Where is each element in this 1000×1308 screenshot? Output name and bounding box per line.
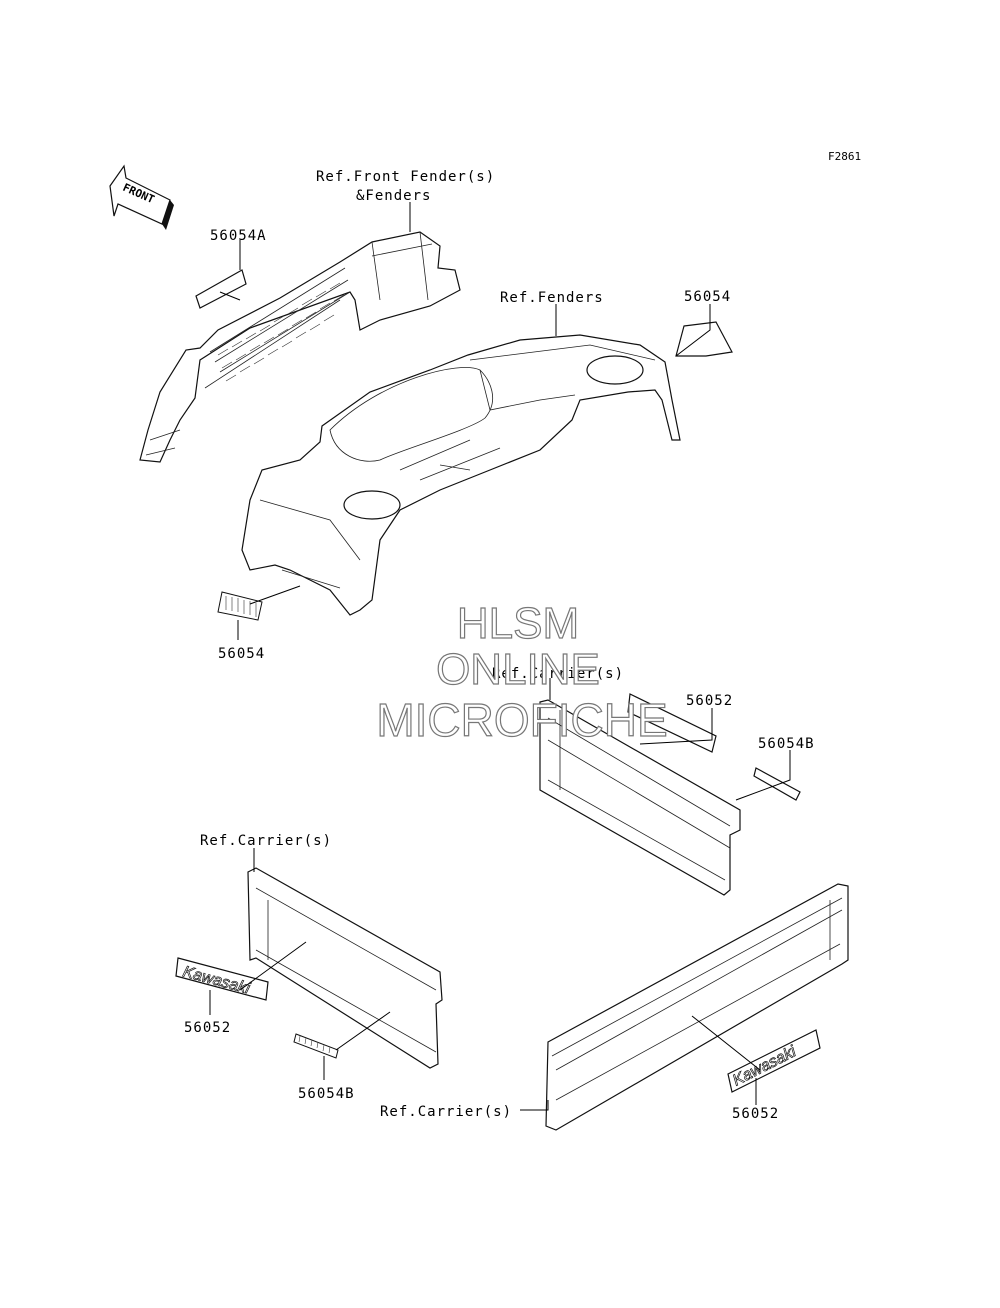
leader-lines: [209, 202, 791, 1111]
decal-56054A: [195, 269, 247, 309]
decal-56054-top: [675, 321, 733, 357]
carrier-bottom-part: [545, 883, 849, 1131]
watermark: HLSM ONLINE MICROFICHE: [376, 598, 669, 746]
decal-56054B-mid: [753, 767, 801, 801]
label-ref-front-fender-2: &Fenders: [356, 188, 431, 204]
rear-fenders-part: [241, 334, 681, 616]
label-56054-left: 56054: [218, 646, 265, 662]
label-ref-carrier-bottom: Ref.Carrier(s): [380, 1104, 512, 1120]
carrier-mid-part: [539, 699, 741, 896]
decal-kawasaki-right: Kawasaki: [727, 1029, 821, 1093]
decal-56054-left: [217, 591, 263, 621]
label-56052-mid: 56052: [686, 693, 733, 709]
label-ref-carrier-mid: Ref.Carrier(s): [492, 666, 624, 682]
label-56054B-left: 56054B: [298, 1086, 355, 1102]
kawasaki-logo-right: Kawasaki: [730, 1043, 799, 1089]
front-grille-part: [139, 231, 461, 463]
carrier-left-part: [247, 867, 443, 1069]
figure-code: F2861: [828, 150, 861, 163]
front-arrow-icon: FRONT: [109, 164, 174, 230]
watermark-line2: ONLINE: [436, 645, 600, 694]
watermark-line3: MICROFICHE: [376, 694, 667, 746]
label-56052-left: 56052: [184, 1020, 231, 1036]
label-56052-bottom: 56052: [732, 1106, 779, 1122]
label-56054-top: 56054: [684, 289, 731, 305]
label-56054A: 56054A: [210, 228, 267, 244]
decal-56052-mid: [627, 693, 717, 753]
label-ref-carrier-left: Ref.Carrier(s): [200, 833, 332, 849]
decal-kawasaki-left: Kawasaki: [175, 957, 269, 1001]
label-ref-front-fender: Ref.Front Fender(s): [316, 169, 495, 185]
decal-56054B-left: [293, 1033, 339, 1059]
watermark-line1: HLSM: [457, 599, 579, 648]
label-56054B-mid: 56054B: [758, 736, 815, 752]
label-ref-fenders: Ref.Fenders: [500, 290, 604, 306]
